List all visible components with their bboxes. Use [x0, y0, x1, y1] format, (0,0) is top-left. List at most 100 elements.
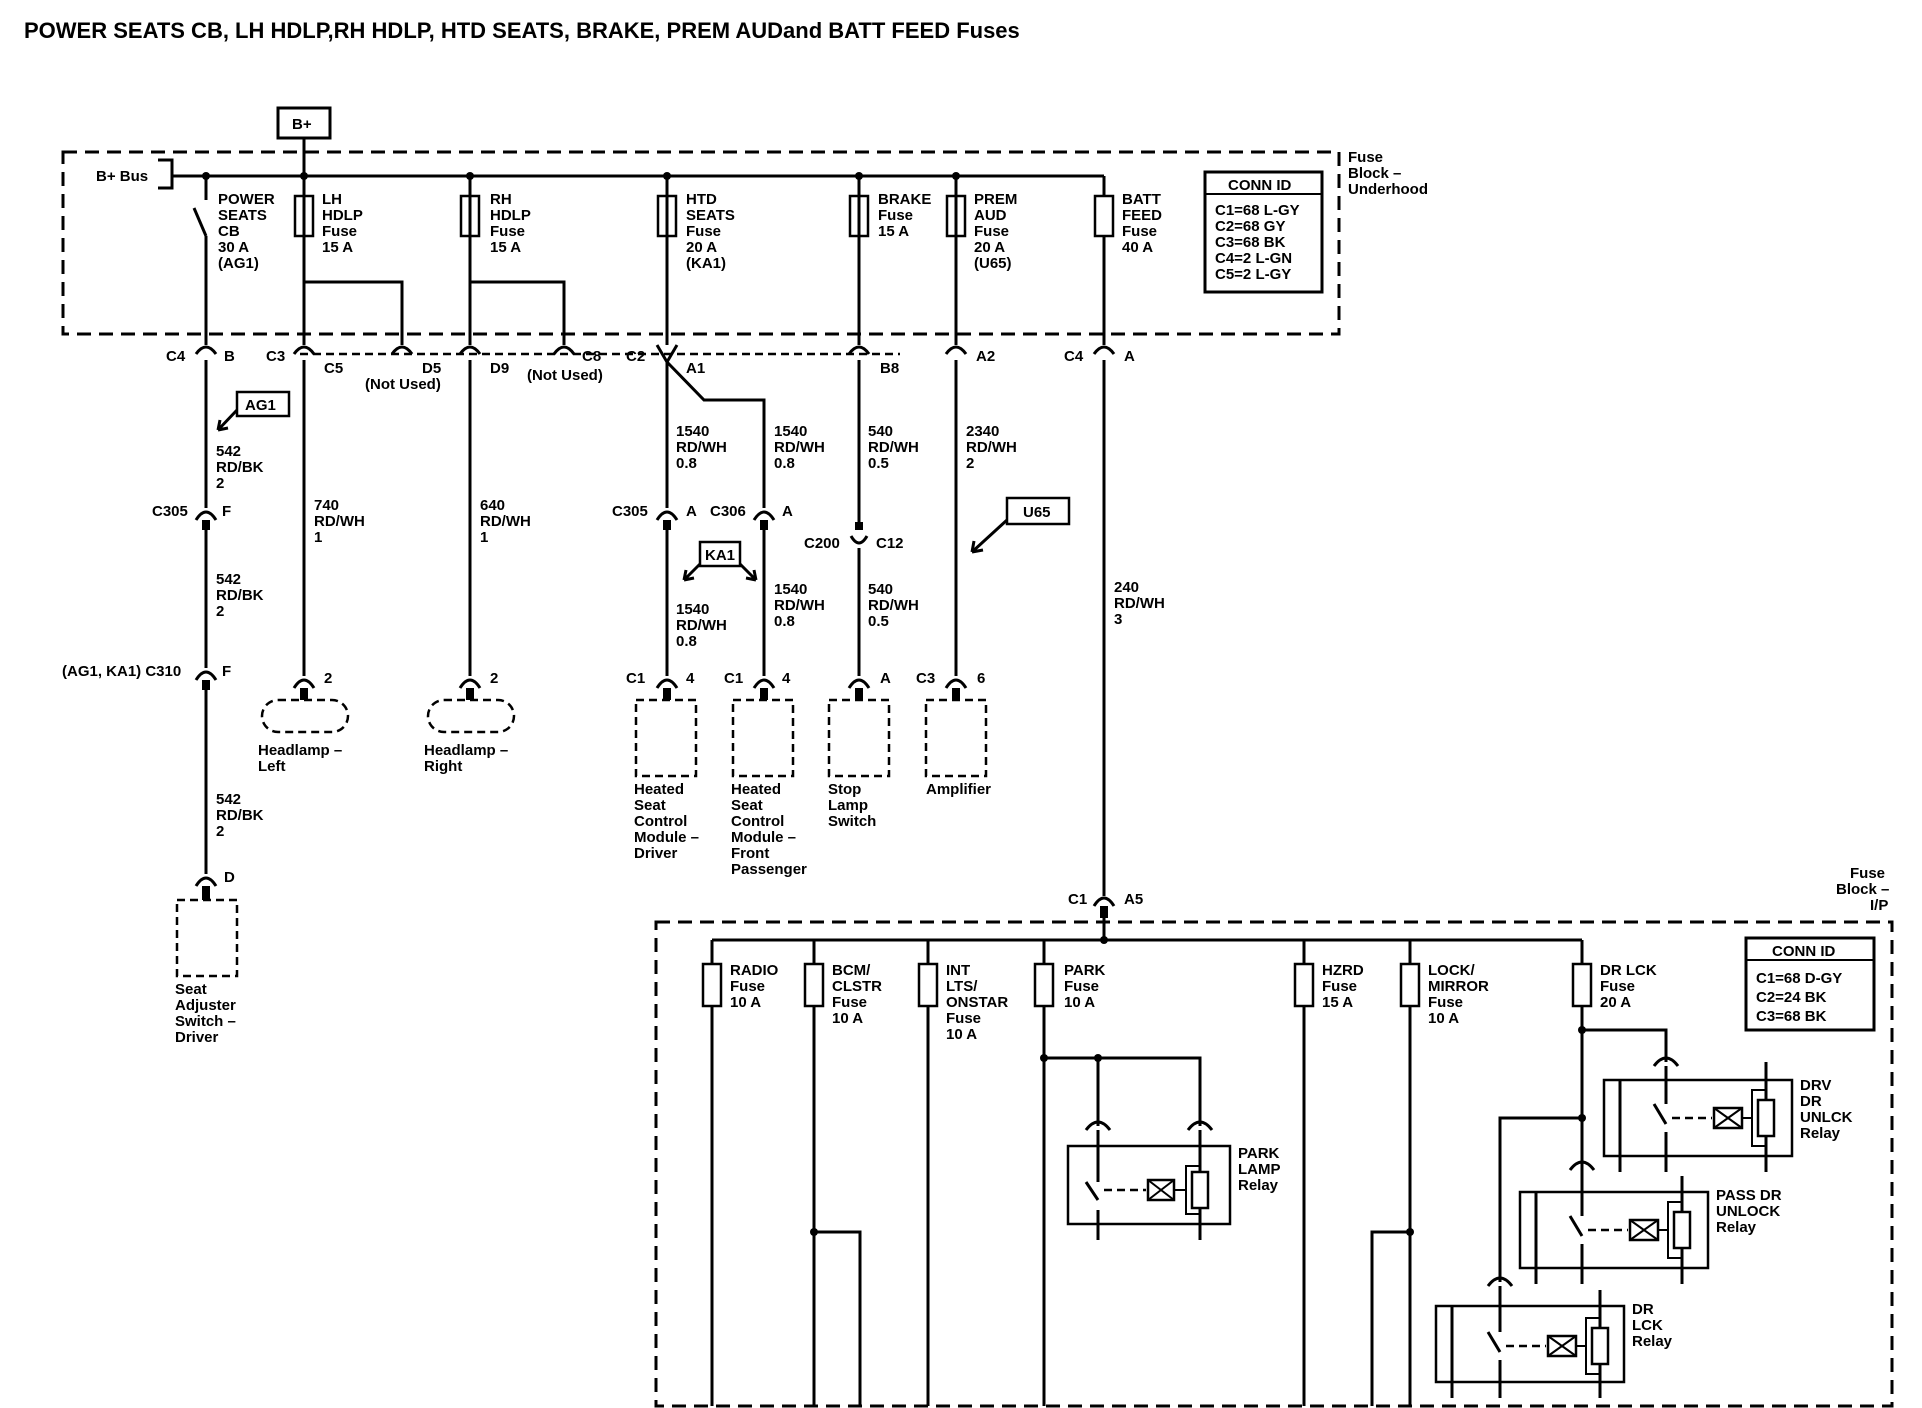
- svg-text:Switch –: Switch –: [175, 1013, 236, 1030]
- svg-text:0.8: 0.8: [676, 633, 697, 650]
- svg-text:(KA1): (KA1): [686, 255, 726, 272]
- svg-text:40 A: 40 A: [1122, 239, 1153, 256]
- svg-text:INT: INT: [946, 962, 970, 979]
- svg-text:3: 3: [1114, 611, 1122, 628]
- svg-text:Fuse: Fuse: [1064, 978, 1099, 995]
- svg-text:SEATS: SEATS: [218, 207, 267, 224]
- svg-text:Right: Right: [424, 758, 462, 775]
- svg-text:C306: C306: [710, 503, 746, 520]
- svg-text:PASS DR: PASS DR: [1716, 1187, 1782, 1204]
- bplus-bus-label: B+ Bus: [96, 168, 148, 185]
- svg-text:BRAKE: BRAKE: [878, 191, 931, 208]
- inline-connector-c310-f: (AG1, KA1) C310 F: [62, 663, 231, 690]
- svg-text:15 A: 15 A: [322, 239, 353, 256]
- inline-connector-c200-c12: C200 C12: [804, 522, 904, 552]
- svg-text:10 A: 10 A: [946, 1026, 977, 1043]
- svg-text:C5: C5: [324, 360, 343, 377]
- svg-text:SEATS: SEATS: [686, 207, 735, 224]
- svg-text:C2=24 BK: C2=24 BK: [1756, 989, 1827, 1006]
- svg-text:BATT: BATT: [1122, 191, 1161, 208]
- svg-text:1: 1: [480, 529, 488, 546]
- svg-text:542: 542: [216, 571, 241, 588]
- u65-option-tag: U65: [970, 496, 1071, 554]
- svg-text:Relay: Relay: [1632, 1333, 1673, 1350]
- batt-feed-fuse: [1093, 176, 1115, 345]
- svg-text:2: 2: [324, 670, 332, 687]
- fuse-label-power-seats: POWER SEATS CB 30 A (AG1): [218, 191, 275, 272]
- svg-text:KA1: KA1: [705, 547, 735, 564]
- svg-text:A: A: [880, 670, 891, 687]
- svg-text:Seat: Seat: [731, 797, 763, 814]
- wire-label-640: 640 RD/WH 1: [480, 497, 531, 546]
- svg-text:30 A: 30 A: [218, 239, 249, 256]
- svg-text:542: 542: [216, 443, 241, 460]
- svg-text:LH: LH: [322, 191, 342, 208]
- svg-text:RD/WH: RD/WH: [868, 439, 919, 456]
- fuse-label-rh-hdlp: RH HDLP Fuse 15 A: [490, 191, 531, 256]
- svg-text:C3: C3: [916, 670, 935, 687]
- svg-text:HDLP: HDLP: [322, 207, 363, 224]
- lh-hdlp-fuse: [293, 176, 315, 345]
- svg-text:Seat: Seat: [634, 797, 666, 814]
- svg-text:C4=2 L-GN: C4=2 L-GN: [1215, 250, 1292, 267]
- svg-text:C1=68 D-GY: C1=68 D-GY: [1756, 970, 1842, 987]
- svg-text:RD/BK: RD/BK: [216, 587, 264, 604]
- svg-text:Switch: Switch: [828, 813, 876, 830]
- svg-text:C4: C4: [1064, 348, 1084, 365]
- svg-text:Fuse: Fuse: [1600, 978, 1635, 995]
- svg-text:D: D: [224, 869, 235, 886]
- wire-label-542-a: 542 RD/BK 2: [216, 443, 264, 492]
- svg-text:(Not Used): (Not Used): [365, 376, 441, 393]
- svg-text:A5: A5: [1124, 891, 1143, 908]
- wire-label-240: 240 RD/WH 3: [1114, 579, 1165, 628]
- svg-text:F: F: [222, 663, 231, 680]
- svg-text:D9: D9: [490, 360, 509, 377]
- rh-hdlp-splice: [470, 280, 566, 345]
- amplifier: C3 6 Amplifier: [916, 670, 991, 798]
- svg-text:540: 540: [868, 423, 893, 440]
- svg-text:C5=2 L-GY: C5=2 L-GY: [1215, 266, 1291, 283]
- svg-text:Adjuster: Adjuster: [175, 997, 236, 1014]
- ip-block-label: Fuse Block – I/P: [1836, 865, 1889, 914]
- svg-text:Fuse: Fuse: [1348, 149, 1383, 166]
- svg-text:C1: C1: [724, 670, 743, 687]
- ip-fuse-hzrd: HZRD Fuse 15 A: [1293, 940, 1364, 1406]
- svg-text:0.5: 0.5: [868, 455, 889, 472]
- svg-text:1540: 1540: [676, 601, 709, 618]
- svg-text:C1=68 L-GY: C1=68 L-GY: [1215, 202, 1300, 219]
- svg-text:LCK: LCK: [1632, 1317, 1663, 1334]
- svg-text:RD/WH: RD/WH: [774, 439, 825, 456]
- svg-text:CONN ID: CONN ID: [1228, 177, 1292, 194]
- svg-text:Headlamp –: Headlamp –: [424, 742, 508, 759]
- wire-label-2340: 2340 RD/WH 2: [966, 423, 1017, 472]
- svg-text:Fuse: Fuse: [1322, 978, 1357, 995]
- svg-text:RH: RH: [490, 191, 512, 208]
- wire-label-542-c: 542 RD/BK 2: [216, 791, 264, 840]
- svg-text:1540: 1540: [774, 581, 807, 598]
- lh-hdlp-splice: [304, 280, 404, 345]
- svg-text:CLSTR: CLSTR: [832, 978, 882, 995]
- wire-label-540-b: 540 RD/WH 0.5: [868, 581, 919, 630]
- svg-text:Lamp: Lamp: [828, 797, 868, 814]
- prem-aud-fuse: [945, 176, 967, 345]
- fuse-label-prem-aud: PREM AUD Fuse 20 A (U65): [974, 191, 1017, 272]
- svg-text:10 A: 10 A: [1428, 1010, 1459, 1027]
- conn-id-ip: CONN ID C1=68 D-GY C2=24 BK C3=68 BK: [1744, 936, 1876, 1032]
- wire-label-740: 740 RD/WH 1: [314, 497, 365, 546]
- svg-text:C200: C200: [804, 535, 840, 552]
- svg-text:Control: Control: [731, 813, 784, 830]
- svg-text:Fuse: Fuse: [686, 223, 721, 240]
- svg-text:Module –: Module –: [731, 829, 796, 846]
- svg-text:2: 2: [216, 603, 224, 620]
- svg-text:1540: 1540: [676, 423, 709, 440]
- svg-text:20 A: 20 A: [1600, 994, 1631, 1011]
- svg-text:Fuse: Fuse: [322, 223, 357, 240]
- svg-text:0.8: 0.8: [774, 455, 795, 472]
- ip-connector-c1-a5: C1 A5: [1068, 891, 1143, 918]
- wire-label-542-b: 542 RD/BK 2: [216, 571, 264, 620]
- inline-connector-c305-f: C305 F: [152, 503, 231, 530]
- svg-text:Heated: Heated: [634, 781, 684, 798]
- underhood-fuse-block-outline: [61, 150, 1341, 336]
- heated-seat-module-passenger: C1 4 Heated Seat Control Module – Front …: [724, 670, 807, 878]
- svg-text:10 A: 10 A: [832, 1010, 863, 1027]
